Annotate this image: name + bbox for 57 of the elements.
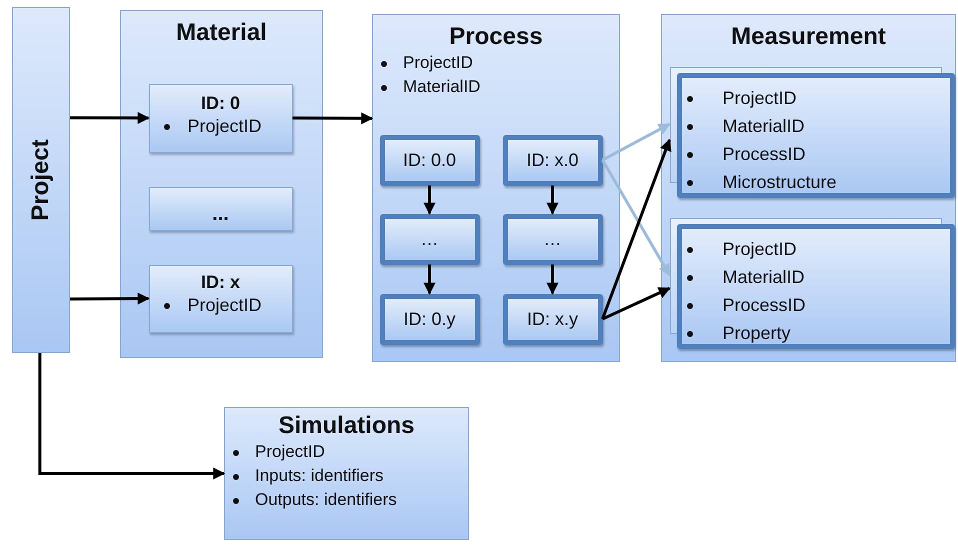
field-item: Outputs: identifiers xyxy=(255,490,397,509)
record-id: ID: 0 xyxy=(200,92,241,114)
stacked-record-box xyxy=(670,66,954,198)
field-item: MaterialID xyxy=(403,77,480,96)
field-item: MaterialID xyxy=(722,116,805,136)
stacked-record-box xyxy=(670,218,954,348)
record-label: ID: x.y xyxy=(526,308,578,330)
field-item: ProcessID xyxy=(722,294,806,314)
group-heading: Simulations xyxy=(277,411,416,440)
arrow xyxy=(546,264,558,295)
group-box xyxy=(372,14,620,362)
record-box xyxy=(380,294,480,344)
record-id: ID: x xyxy=(200,270,241,292)
group-box xyxy=(661,14,956,362)
record-box xyxy=(502,214,602,264)
arrow xyxy=(602,286,671,320)
arrow xyxy=(292,112,374,124)
field-item: ProjectID xyxy=(188,294,262,314)
record-box xyxy=(148,264,292,332)
field-item: ProjectID xyxy=(722,88,797,108)
field-item: Inputs: identifiers xyxy=(255,466,384,485)
field-item: ProjectID xyxy=(403,53,473,72)
field-item: ProjectID xyxy=(255,442,325,461)
group-heading: Project xyxy=(27,139,55,221)
record-label: ID: 0.0 xyxy=(402,150,456,170)
arrow xyxy=(602,122,671,162)
arrow xyxy=(546,186,558,215)
group-box xyxy=(224,407,469,540)
group-heading: Material xyxy=(175,18,268,47)
group-heading: Process xyxy=(448,22,544,51)
field-item: ProjectID xyxy=(722,238,797,258)
record-box xyxy=(148,186,292,230)
group-box xyxy=(120,10,323,358)
record-box xyxy=(380,214,480,264)
record-label: … xyxy=(544,228,562,250)
arrow xyxy=(70,292,150,305)
record-label: ID: 0.y xyxy=(403,308,456,330)
arrow xyxy=(70,112,150,124)
ellipsis: ... xyxy=(212,202,229,226)
field-item: ProjectID xyxy=(188,116,262,136)
record-box xyxy=(148,84,292,152)
arrow xyxy=(424,264,436,295)
record-box xyxy=(380,134,480,186)
field-item: Microstructure xyxy=(722,172,837,192)
record-label: … xyxy=(420,228,438,250)
arrow xyxy=(601,138,672,320)
record-box xyxy=(502,134,602,186)
group-box xyxy=(12,7,70,353)
field-item: MaterialID xyxy=(722,266,805,286)
record-box xyxy=(502,294,602,344)
arrow xyxy=(424,186,436,215)
field-item: Property xyxy=(722,322,791,342)
field-item: ProcessID xyxy=(722,144,806,164)
arrow xyxy=(38,353,226,480)
group-heading: Measurement xyxy=(730,22,887,51)
record-label: ID: x.0 xyxy=(526,150,578,170)
arrow xyxy=(601,159,671,276)
